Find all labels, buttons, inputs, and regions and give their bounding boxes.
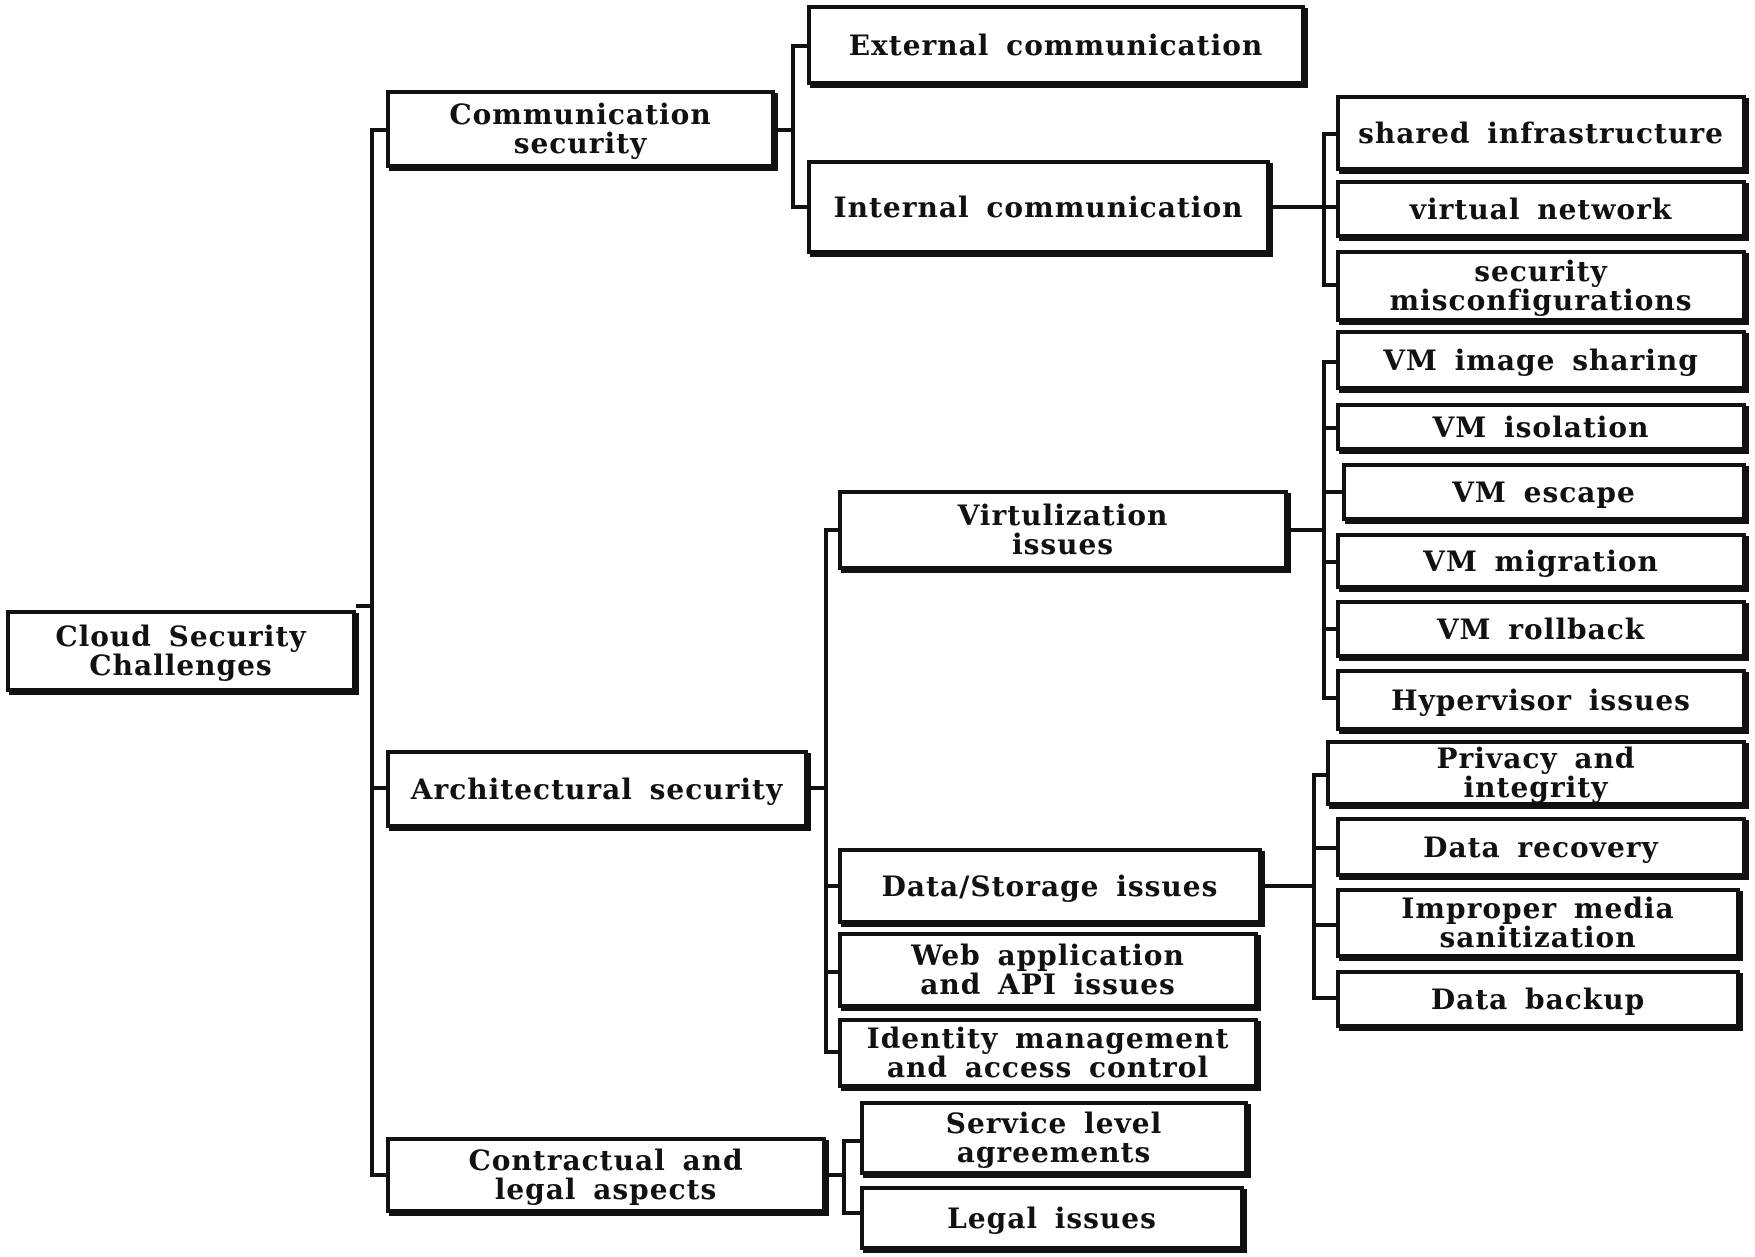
connector <box>824 528 838 532</box>
connector <box>824 1050 838 1054</box>
leaf-shared-infrastructure: shared infrastructure <box>1336 95 1746 171</box>
connector <box>370 786 386 790</box>
root-node: Cloud Security Challenges <box>6 610 356 692</box>
leaf-vm-migration: VM migration <box>1336 533 1746 589</box>
connector <box>1312 773 1316 1000</box>
connector <box>1312 846 1336 850</box>
connector <box>824 528 828 1054</box>
connector <box>1322 426 1336 430</box>
connector <box>1288 528 1322 532</box>
connector <box>1312 923 1336 927</box>
connector <box>370 128 386 132</box>
leaf-vm-image-sharing: VM image sharing <box>1336 330 1746 390</box>
connector <box>1322 696 1336 700</box>
connector <box>842 1139 860 1143</box>
connector <box>791 44 807 48</box>
leaf-data-backup: Data backup <box>1336 970 1740 1028</box>
connector <box>1322 132 1336 136</box>
leaf-virtual-network: virtual network <box>1336 180 1746 238</box>
leaf-privacy-integrity: Privacy and integrity <box>1326 740 1746 806</box>
leaf-service-level-agreements: Service level agreements <box>860 1101 1248 1175</box>
category-contractual: Contractual and legal aspects <box>386 1137 826 1213</box>
connector <box>370 1173 386 1177</box>
connector <box>1262 884 1312 888</box>
connector <box>842 1211 860 1215</box>
connector <box>824 884 838 888</box>
connector <box>842 1139 846 1215</box>
node-web-application-api-issues: Web application and API issues <box>838 932 1258 1008</box>
connector <box>791 44 795 209</box>
connector <box>1270 205 1322 209</box>
category-communication: Communication security <box>386 90 775 168</box>
connector <box>1312 773 1326 777</box>
node-virtualization-issues: Virtulization issues <box>838 490 1288 570</box>
connector <box>824 970 838 974</box>
connector <box>1312 996 1336 1000</box>
leaf-vm-escape: VM escape <box>1342 463 1746 521</box>
leaf-hypervisor-issues: Hypervisor issues <box>1336 669 1746 731</box>
leaf-vm-rollback: VM rollback <box>1336 600 1746 658</box>
connector <box>1322 490 1342 494</box>
leaf-security-misconfigurations: security misconfigurations <box>1336 250 1746 322</box>
leaf-improper-media-sanitization: Improper media sanitization <box>1336 888 1740 958</box>
node-identity-management: Identity management and access control <box>838 1018 1258 1088</box>
connector <box>808 786 824 790</box>
connector <box>1322 360 1336 364</box>
connector <box>1322 283 1336 287</box>
connector <box>1322 132 1326 287</box>
connector <box>1322 627 1336 631</box>
connector <box>791 205 807 209</box>
leaf-legal-issues: Legal issues <box>860 1186 1244 1250</box>
connector <box>1322 360 1326 700</box>
connector <box>826 1173 842 1177</box>
connector <box>370 128 374 1177</box>
leaf-vm-isolation: VM isolation <box>1336 403 1746 451</box>
node-data-storage-issues: Data/Storage issues <box>838 848 1262 924</box>
connector <box>1322 560 1336 564</box>
category-architectural: Architectural security <box>386 750 808 828</box>
connector <box>775 128 791 132</box>
node-internal-communication: Internal communication <box>807 160 1270 254</box>
connector <box>1322 205 1336 209</box>
leaf-data-recovery: Data recovery <box>1336 817 1746 877</box>
connector <box>356 604 370 608</box>
node-external-communication: External communication <box>807 5 1305 85</box>
